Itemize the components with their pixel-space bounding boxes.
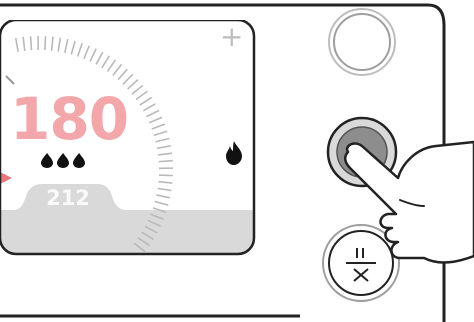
top-button[interactable] xyxy=(326,6,398,78)
flame-icon xyxy=(57,153,69,168)
flame-indicator-icon xyxy=(224,140,244,166)
dial-tick xyxy=(31,36,32,50)
dial-tick xyxy=(45,36,46,50)
dial-tick xyxy=(159,175,173,176)
flame-icon xyxy=(41,153,53,168)
flame-icon xyxy=(73,153,85,168)
dial-tick xyxy=(159,161,173,162)
pointing-hand-icon xyxy=(340,138,474,272)
plus-icon[interactable]: + xyxy=(220,20,243,53)
flame-level-indicator xyxy=(40,151,90,169)
temperature-value: 180 xyxy=(10,90,128,148)
secondary-value: 212 xyxy=(38,186,98,210)
